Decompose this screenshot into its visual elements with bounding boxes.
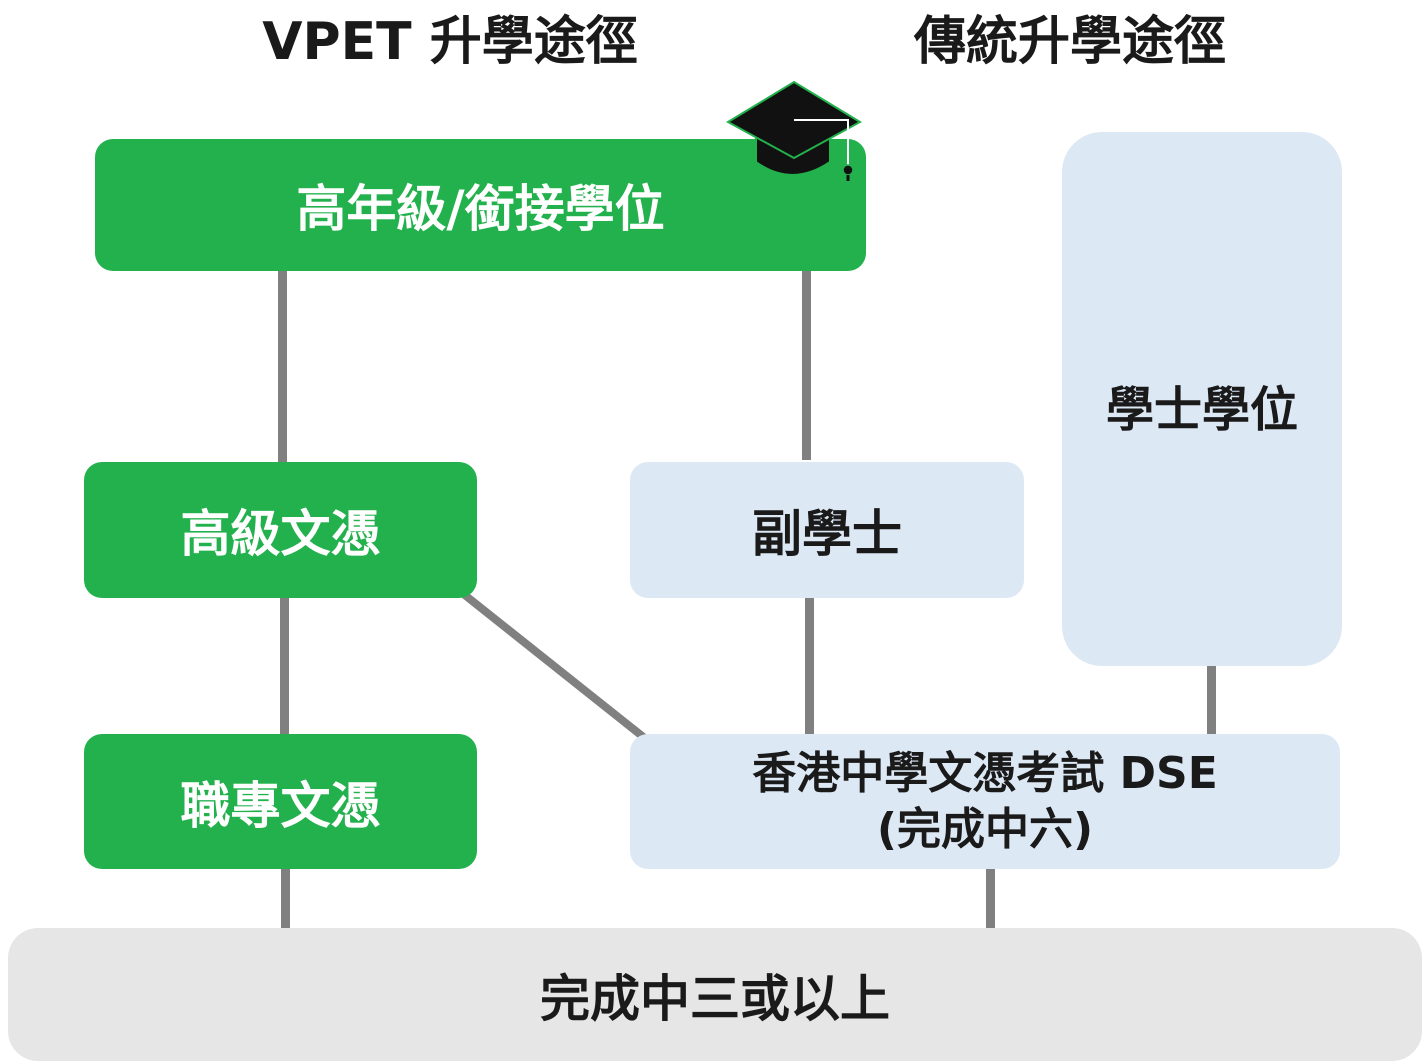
node-dse-label-line1: 香港中學文憑考試 DSE [752,747,1218,799]
connector-higher-diploma-to-degree [278,268,287,468]
node-vocational-diploma: 職專文憑 [84,734,477,869]
connector-foundation-to-vocational [281,868,290,930]
graduation-cap-icon [726,80,863,181]
connector-dse-to-bachelor [1207,660,1216,736]
connector-associate-to-degree [802,268,811,460]
node-upper-degree-label: 高年級/銜接學位 [296,180,665,238]
node-upper-degree: 高年級/銜接學位 [95,139,866,271]
node-bachelor-degree-label: 學士學位 [1105,382,1298,438]
connector-dse-to-associate [805,594,814,736]
connector-dse-to-higher-diploma [458,588,663,754]
vpet-pathway-heading: VPET 升學途徑 [262,12,638,72]
node-foundation: 完成中三或以上 [8,928,1422,1061]
node-associate-degree-label: 副學士 [752,505,902,563]
node-foundation-label: 完成中三或以上 [540,969,890,1028]
traditional-pathway-heading: 傳統升學途徑 [913,12,1226,72]
node-vocational-diploma-label: 職專文憑 [180,776,381,835]
node-higher-diploma: 高級文憑 [84,462,477,598]
node-higher-diploma-label: 高級文憑 [180,505,381,563]
node-dse-label-line2: (完成中六) [876,803,1094,855]
node-dse: 香港中學文憑考試 DSE (完成中六) [630,734,1340,869]
node-associate-degree: 副學士 [630,462,1024,598]
node-bachelor-degree: 學士學位 [1062,132,1342,666]
connector-vocational-to-higher-diploma [280,594,289,738]
connector-foundation-to-dse [986,868,995,930]
